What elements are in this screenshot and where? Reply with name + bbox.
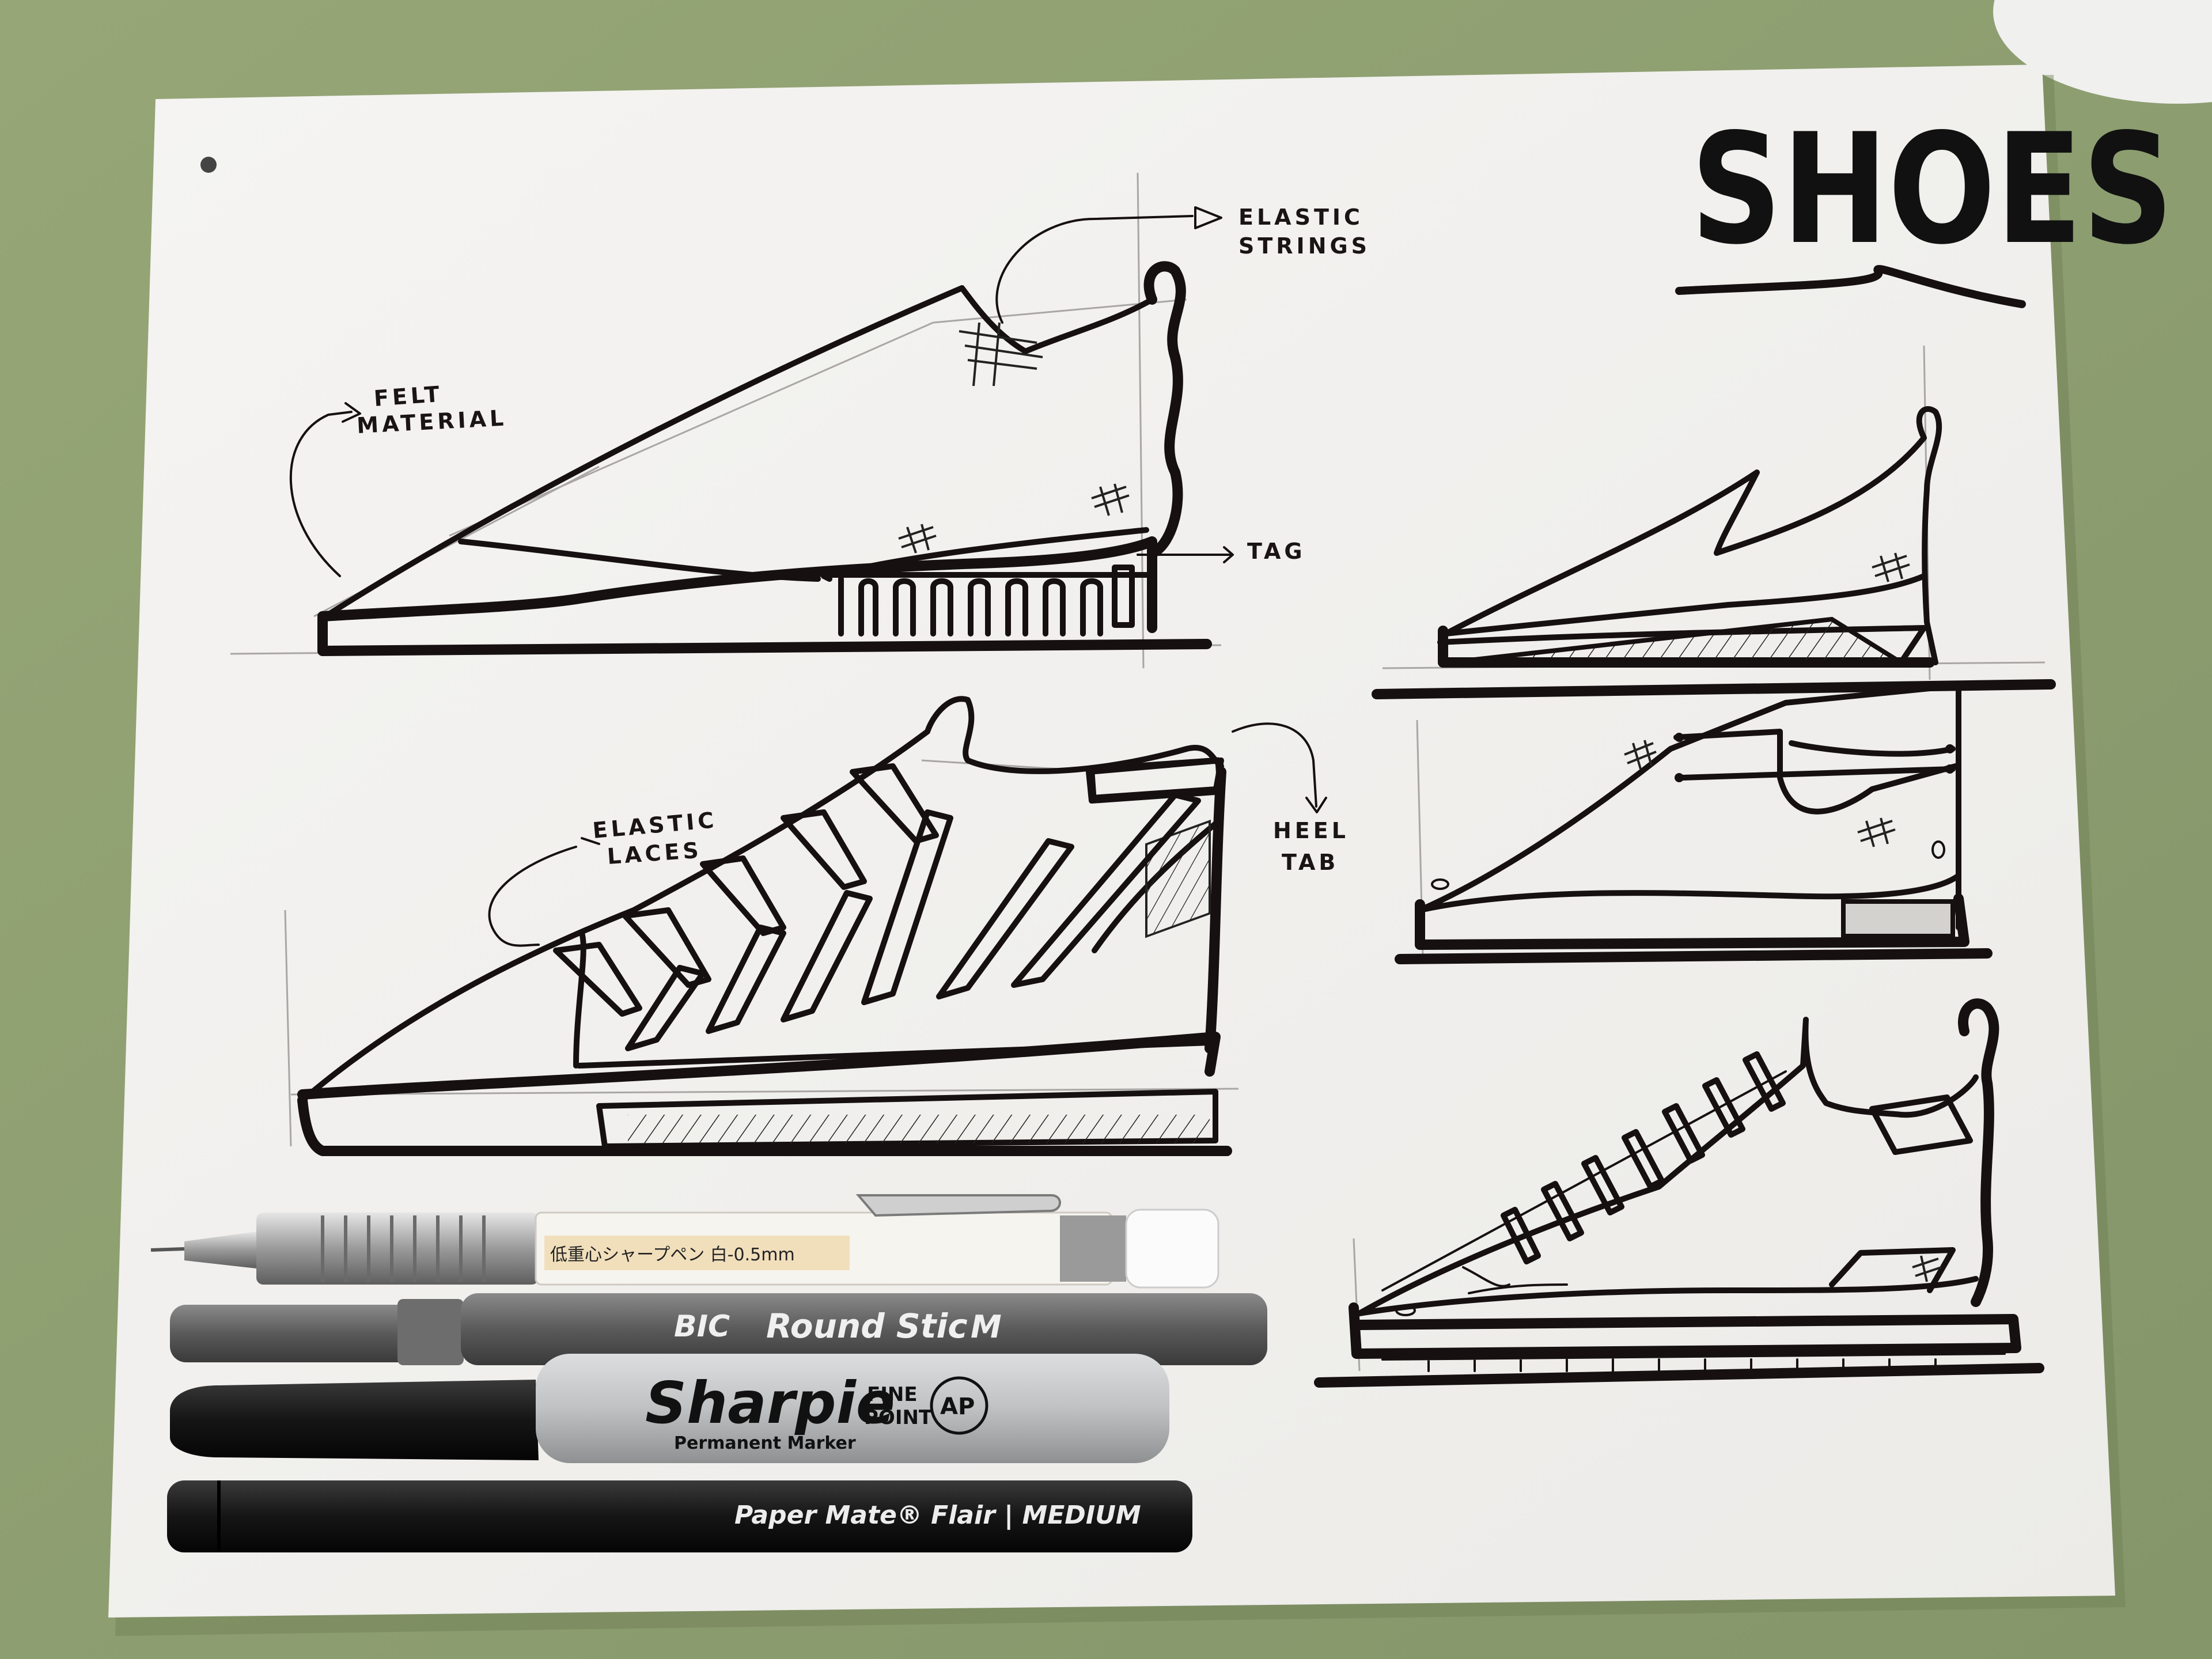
sketch-strap-low-top bbox=[1395, 683, 1993, 964]
label-heel-2: TAB bbox=[1282, 850, 1339, 875]
mechanical-pencil: 低重心シャープペン 白-0.5mm bbox=[150, 1194, 1219, 1289]
paper-hole bbox=[200, 157, 217, 173]
label-elastic-strings-2: STRINGS bbox=[1238, 233, 1370, 259]
eyelet-laces bbox=[1381, 1051, 1787, 1291]
heel-tab-shape bbox=[1088, 757, 1223, 801]
white-mug-corner bbox=[1993, 0, 2212, 104]
bic-label: Round Stic bbox=[766, 1306, 968, 1346]
papermate-flair-pen: Paper Mate® Flair | MEDIUM bbox=[167, 1480, 1192, 1552]
bic-round-stic-pen: BIC Round Stic M bbox=[170, 1293, 1267, 1365]
sharpie-marker: Sharpie Permanent Marker FINE POINT AP bbox=[170, 1354, 1169, 1463]
title-text: SHOES bbox=[1691, 101, 2173, 278]
sharpie-fine: FINE bbox=[867, 1383, 918, 1406]
sharpie-point: POINT bbox=[864, 1406, 933, 1429]
slip-on-sole-hatch bbox=[1474, 616, 1910, 665]
papermate-label: Paper Mate® Flair | MEDIUM bbox=[734, 1501, 1141, 1530]
sketch-felt-sneaker: ELASTIC STRINGS FELT MATERIAL TAG bbox=[230, 172, 1370, 669]
label-tag: TAG bbox=[1247, 539, 1306, 564]
sketch-lace-up-low bbox=[1314, 998, 2044, 1388]
sketch-elastic-laces-sneaker: ELASTIC LACES HEEL TAB bbox=[284, 696, 1349, 1156]
sharpie-brand: Sharpie bbox=[645, 1369, 895, 1437]
label-heel-1: HEEL bbox=[1273, 818, 1349, 843]
sharpie-sub: Permanent Marker bbox=[674, 1433, 856, 1453]
pencil-label: 低重心シャープペン 白-0.5mm bbox=[550, 1245, 795, 1265]
label-felt-1: FELT bbox=[373, 381, 444, 411]
heel-dotted-patch bbox=[1841, 899, 1955, 938]
sheet-title: SHOES bbox=[1675, 101, 2173, 308]
bic-brand: BIC bbox=[674, 1309, 730, 1344]
sole-hatch-area bbox=[628, 1115, 1210, 1143]
label-elastic-strings-1: ELASTIC bbox=[1238, 204, 1363, 230]
cross-hatch-marks bbox=[898, 483, 1130, 554]
lace-loops bbox=[553, 763, 1201, 1051]
sharpie-badge: AP bbox=[940, 1393, 975, 1420]
bic-size: M bbox=[971, 1309, 1002, 1345]
title-underline bbox=[1675, 265, 2026, 308]
sole-grooves bbox=[838, 565, 1135, 637]
elastic-strings-mark bbox=[959, 322, 1043, 387]
